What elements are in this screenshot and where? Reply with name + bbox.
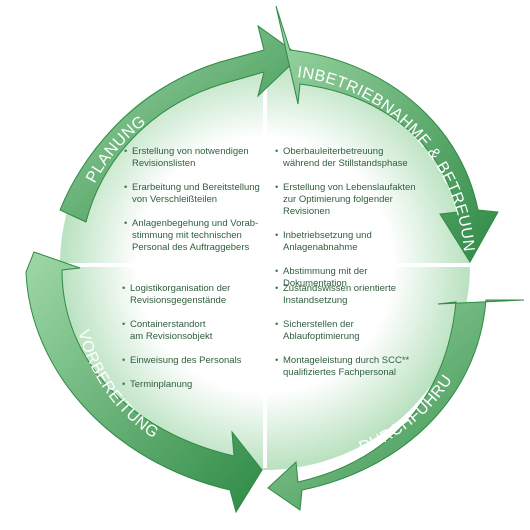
quadrant-planung-tasks: Erstellung von notwendigen Revisionslist… xyxy=(124,146,274,266)
task-item: Anlagenbegehung und Vorab- stimmung mit … xyxy=(124,218,274,254)
task-item: Oberbauleiterbetreuung während der Still… xyxy=(275,146,425,170)
task-item: Montageleistung durch SCC** qualifiziert… xyxy=(275,355,425,379)
quadrant-durchfuehrung-tasks: Zustandswissen orientierte Instandsetzun… xyxy=(275,283,425,391)
task-item: Inbetriebsetzung und Anlagenabnahme xyxy=(275,230,425,254)
quadrant-vorbereitung-tasks: Logistikorganisation der Revisionsgegens… xyxy=(122,283,272,403)
task-item: Logistikorganisation der Revisionsgegens… xyxy=(122,283,272,307)
task-item: Einweisung des Personals xyxy=(122,355,272,367)
task-item: Erstellung von notwendigen Revisionslist… xyxy=(124,146,274,170)
arrow-durchfuehrung xyxy=(267,299,525,511)
task-item: Containerstandort am Revisionsobjekt xyxy=(122,319,272,343)
task-item: Zustandswissen orientierte Instandsetzun… xyxy=(275,283,425,307)
arrow-vorbereitung xyxy=(25,251,263,514)
arrow-inbetrieb xyxy=(275,5,499,263)
task-item: Terminplanung xyxy=(122,379,272,391)
task-item: Erstellung von Lebenslaufakten zur Optim… xyxy=(275,182,425,218)
task-item: Erarbeitung und Bereitstellung von Versc… xyxy=(124,182,274,206)
task-item: Sicherstellen der Ablaufoptimierung xyxy=(275,319,425,343)
quadrant-inbetrieb-tasks: Oberbauleiterbetreuung während der Still… xyxy=(275,146,425,302)
